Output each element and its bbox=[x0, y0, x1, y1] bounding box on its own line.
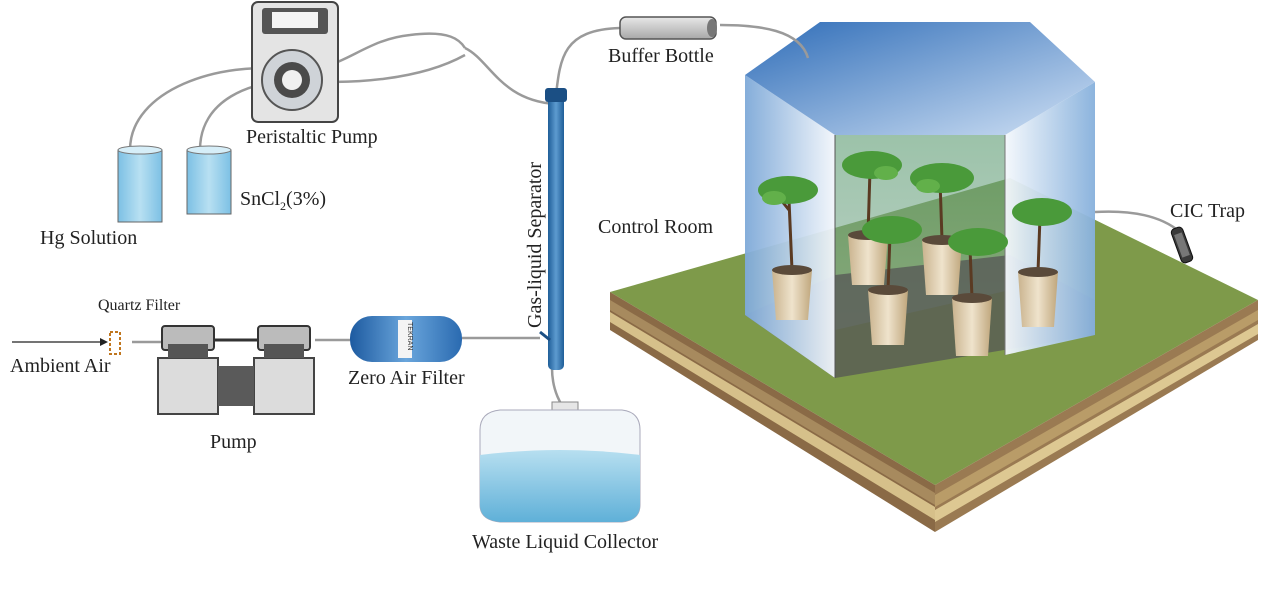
peristaltic-pump-label: Peristaltic Pump bbox=[246, 126, 378, 148]
gas-liquid-separator-label: Gas-liquid Separator bbox=[524, 162, 546, 328]
pump-label: Pump bbox=[210, 431, 257, 453]
ambient-air-label: Ambient Air bbox=[10, 355, 111, 377]
gas-liquid-separator bbox=[539, 88, 567, 370]
plant bbox=[758, 176, 818, 320]
quartz-filter bbox=[109, 331, 121, 355]
sncl2-label: SnCl2(3%) bbox=[240, 188, 326, 213]
plant bbox=[862, 216, 922, 345]
peristaltic-pump bbox=[251, 1, 339, 123]
zero-air-filter-label: Zero Air Filter bbox=[348, 367, 465, 389]
plant bbox=[1012, 198, 1072, 327]
hg-solution-label: Hg Solution bbox=[40, 227, 137, 249]
cic-trap-label: CIC Trap bbox=[1170, 200, 1245, 222]
waste-liquid-collector-label: Waste Liquid Collector bbox=[472, 531, 658, 553]
plants bbox=[758, 151, 1072, 356]
filter-brand-label: TEKRAN bbox=[406, 322, 413, 350]
ambient-air-arrow bbox=[12, 338, 108, 346]
plant bbox=[948, 228, 1008, 356]
buffer-bottle bbox=[619, 16, 717, 40]
sncl2-beaker bbox=[186, 145, 232, 215]
control-room bbox=[745, 22, 1095, 378]
hg-solution-beaker bbox=[117, 145, 163, 223]
control-room-label: Control Room bbox=[598, 216, 713, 238]
buffer-bottle-label: Buffer Bottle bbox=[608, 45, 714, 67]
zero-air-filter: TEKRAN bbox=[350, 316, 462, 362]
cic-trap bbox=[1170, 226, 1194, 264]
waste-liquid-collector bbox=[479, 401, 641, 523]
air-pump bbox=[157, 325, 315, 415]
quartz-filter-label: Quartz Filter bbox=[98, 297, 181, 314]
